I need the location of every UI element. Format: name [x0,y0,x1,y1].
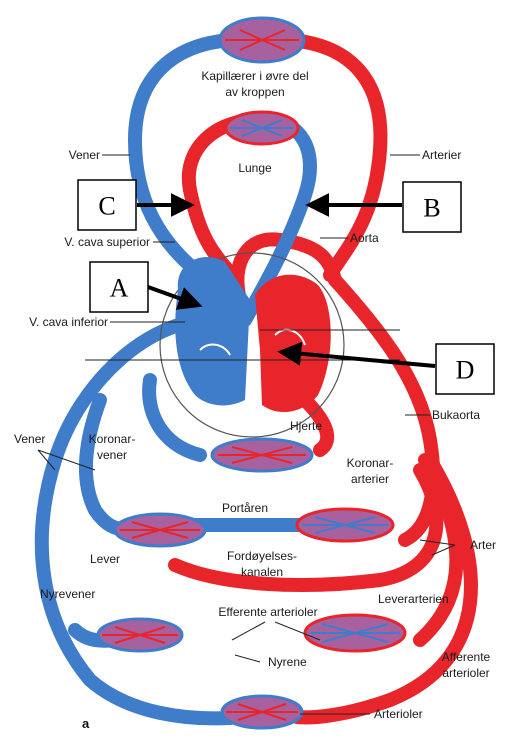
label-arteries-top: Arterier [422,148,461,162]
label-vena-cava-inferior: V. cava inferior [29,315,108,329]
label-renal-veins: Nyrevener [40,587,95,601]
label-digestive-line1: Fordøyelses- [227,549,297,563]
label-afferent-line1: Afferente [442,650,491,664]
lower-body-capillaries [222,696,302,728]
label-coronary-veins-line2: vener [97,448,127,462]
upper-body-capillaries [220,18,304,62]
label-arteries-right: Arter [470,538,496,552]
marker-a-label: A [110,274,129,303]
label-coronary-veins-line1: Koronar- [89,432,136,446]
label-aorta: Aorta [350,231,379,245]
liver-vein [86,400,130,530]
heart [175,257,331,412]
kidney-capillaries-right [305,615,405,651]
marker-c-label: C [98,192,115,221]
digestive-capillaries [297,509,393,541]
kidney-capillaries-left [98,619,182,651]
label-lung: Lunge [238,161,272,175]
label-veins-left: Vener [14,432,45,446]
label-vena-cava-superior: V. cava superior [64,235,150,249]
label-upper-capillaries-line2: av kroppen [225,85,284,99]
label-coronary-arteries-line1: Koronar- [347,456,394,470]
marker-c: C [78,180,190,230]
coronary-capillaries [212,439,312,471]
marker-d-label: D [456,356,475,385]
label-upper-capillaries-line1: Kapillærer i øvre del [201,69,308,83]
liver-capillaries [115,514,205,546]
lung-capillaries [226,112,298,144]
left-heart-red [255,275,331,412]
label-abdominal-aorta: Bukaorta [432,408,480,422]
label-portal-vein: Portåren [222,501,268,515]
label-liver: Lever [90,552,120,566]
label-efferent-arterioles: Efferente arterioler [218,605,317,619]
label-coronary-arteries-line2: arterier [351,472,389,486]
label-digestive-line2: kanalen [241,565,283,579]
label-figure-letter: a [82,716,90,731]
label-veins-top: Vener [69,148,100,162]
label-heart: Hjerte [290,419,322,433]
capillary-beds [98,18,405,728]
marker-b: B [310,182,461,232]
marker-b-label: B [423,194,440,223]
label-hepatic-artery: Leverarterien [378,592,449,606]
abdominal-aorta [335,280,433,540]
label-kidneys: Nyrene [268,655,307,669]
label-arterioles: Arterioler [374,707,423,721]
label-afferent-line2: arterioler [442,666,489,680]
